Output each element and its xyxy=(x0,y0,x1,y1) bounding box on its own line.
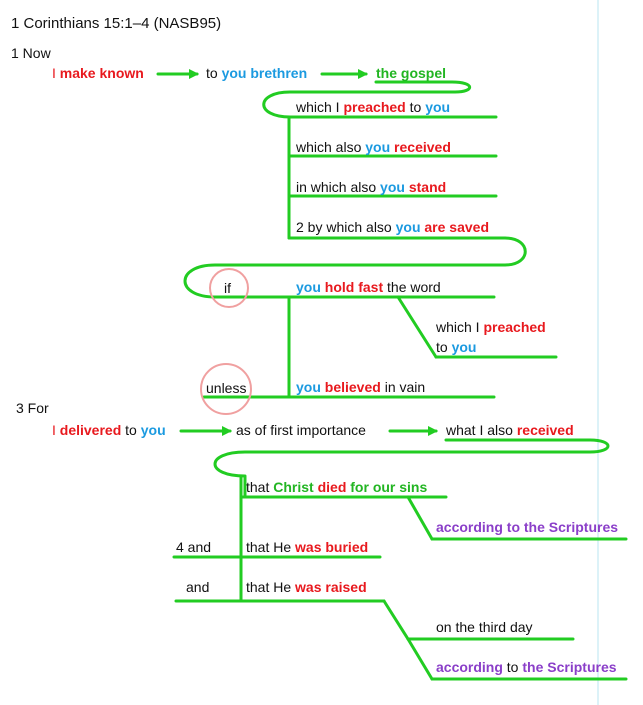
word-christ: Christ xyxy=(273,479,314,495)
word-and: and xyxy=(186,579,210,595)
verb-was-buried: was buried xyxy=(295,539,369,555)
verb-preached: preached xyxy=(483,319,546,335)
clause-text: what I also xyxy=(446,422,513,438)
clause-stand: in which also you stand xyxy=(296,179,446,195)
word-the-word: the word xyxy=(387,279,441,295)
word-to: to xyxy=(206,65,218,81)
page-title: 1 Corinthians 15:1–4 (NASB95) xyxy=(11,15,222,32)
clause-believed: you believed in vain xyxy=(296,379,425,395)
clause-delivered: I delivered to you xyxy=(52,422,166,438)
clause-text: which I xyxy=(436,319,480,335)
word-in-vain: in vain xyxy=(384,379,426,395)
word-that: that xyxy=(246,479,270,495)
line-raised-diag xyxy=(382,599,410,641)
clause-what-received: what I also received xyxy=(446,422,574,438)
word-you: you xyxy=(451,339,477,355)
clause-to-you: to you xyxy=(436,339,476,355)
word-you: you xyxy=(221,65,247,81)
word-according: according xyxy=(436,659,503,675)
word-to: to xyxy=(506,659,519,675)
phrase-the-scriptures: the Scriptures xyxy=(522,659,617,675)
clause-buried: that He was buried xyxy=(246,539,368,555)
verse1-number: 1 Now xyxy=(11,45,51,61)
word-you: you xyxy=(395,219,421,235)
if-circle xyxy=(209,268,249,308)
clause-hold-fast: you hold fast the word xyxy=(296,279,441,295)
according-to-scriptures-1: according to the Scriptures xyxy=(436,519,619,535)
verb-stand: stand xyxy=(408,179,447,195)
clause-text: which I xyxy=(296,99,340,115)
clause-text: in which also xyxy=(296,179,377,195)
line-according2-diag xyxy=(406,637,434,681)
saved-connector xyxy=(183,236,527,299)
clause-received: which also you received xyxy=(296,139,451,155)
to-you-brethren: to you brethren xyxy=(206,65,307,81)
verb-was-raised: was raised xyxy=(295,579,367,595)
phrase-first-importance: as of first importance xyxy=(236,422,366,438)
according-to-scriptures-2: according to the Scriptures xyxy=(436,659,617,675)
clause-christ-died: that Christ died for our sins xyxy=(246,479,427,495)
clause-preached: which I preached to you xyxy=(296,99,450,115)
word-to: to xyxy=(125,422,137,438)
word-you: you xyxy=(140,422,166,438)
word-unless: unless xyxy=(206,380,247,396)
clause-which-preached: which I preached xyxy=(436,319,546,335)
line-according1-diag xyxy=(406,495,434,541)
word-to: to xyxy=(409,99,422,115)
clause-text: 2 by which also xyxy=(296,219,392,235)
verb-delivered: delivered xyxy=(59,422,122,438)
verse4-and: 4 and xyxy=(176,539,212,555)
verb-believed: believed xyxy=(324,379,381,395)
clause-raised: that He was raised xyxy=(246,579,367,595)
word-you: you xyxy=(425,99,451,115)
subject-i: I xyxy=(52,422,56,438)
word-you: you xyxy=(296,279,321,295)
received-connector xyxy=(213,438,610,499)
clause-text: which also xyxy=(296,139,362,155)
word-you: you xyxy=(296,379,321,395)
clause-saved: 2 by which also you are saved xyxy=(296,219,489,235)
object-gospel: the gospel xyxy=(376,65,447,81)
verb-preached: preached xyxy=(343,99,406,115)
clause-text: that He xyxy=(246,539,292,555)
verse3-number: 3 For xyxy=(16,400,49,416)
word-brethren: brethren xyxy=(250,65,308,81)
verse1-subject: I make known xyxy=(52,65,144,81)
gospel-connector xyxy=(262,80,498,119)
clause-text: that He xyxy=(246,579,292,595)
verb-are-saved: are saved xyxy=(424,219,489,235)
unless-circle xyxy=(200,363,252,415)
word-you: you xyxy=(365,139,391,155)
verb-died: died xyxy=(317,479,347,495)
subject-i: I xyxy=(52,65,56,81)
verb-make-known: make known xyxy=(59,65,144,81)
verb-hold-fast: hold fast xyxy=(324,279,384,295)
word-to: to xyxy=(436,339,448,355)
line-which-preached-diag xyxy=(396,295,438,359)
phrase-third-day: on the third day xyxy=(436,619,533,635)
word-if: if xyxy=(224,280,231,296)
word-you: you xyxy=(380,179,405,195)
verb-received: received xyxy=(394,139,451,155)
phrase-for-our-sins: for our sins xyxy=(350,479,428,495)
verb-received: received xyxy=(516,422,574,438)
